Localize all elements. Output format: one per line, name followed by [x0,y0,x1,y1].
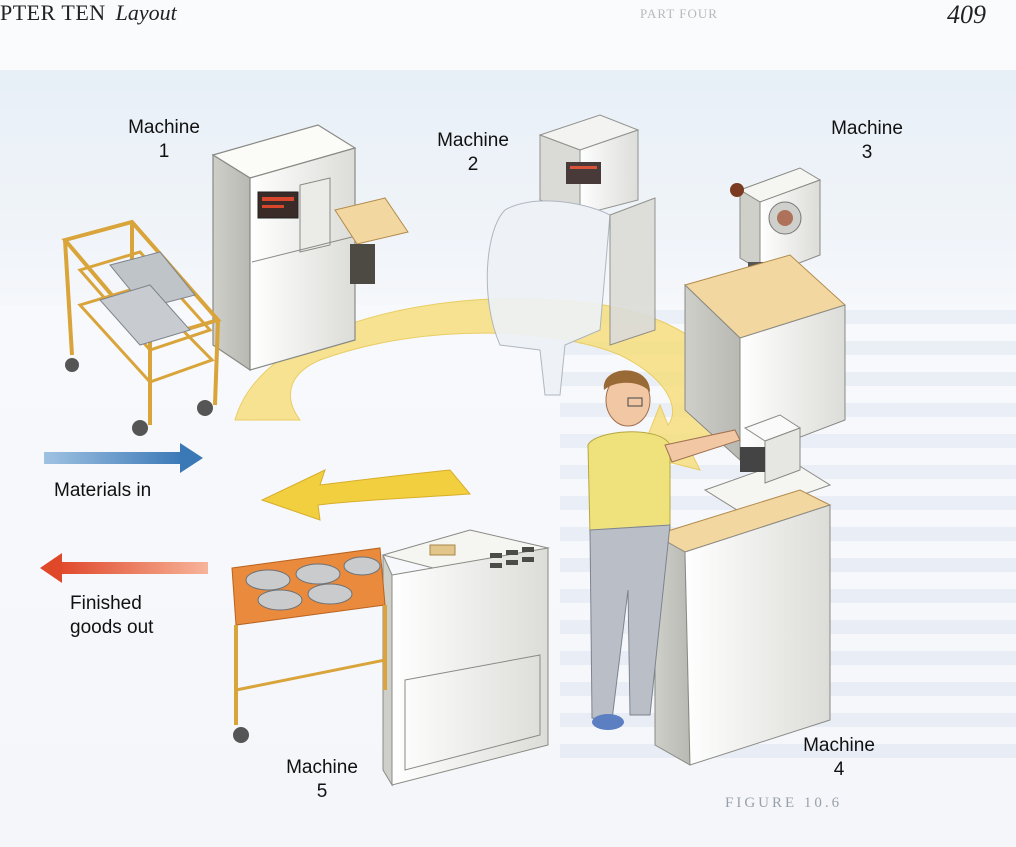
worker-figure [587,370,741,730]
machine-5-label: Machine 5 [286,757,358,802]
machine-1-label: Machine 1 [128,117,200,162]
machine-1-drawing [211,124,409,372]
machine-3-drawing [684,167,846,462]
running-head: PTER TEN Layout [0,0,177,26]
materials-in-arrow [44,443,203,473]
machine-4-label: Machine 4 [803,735,875,780]
chapter-label: PTER TEN [0,0,106,25]
machine-2-label: Machine 2 [437,130,509,175]
materials-in-label: Materials in [54,480,152,501]
page-number: 409 [947,0,986,29]
part-label-ghost: PART FOUR [640,6,718,21]
material-cart [61,219,222,436]
section-title: Layout [115,0,177,25]
finished-goods-out-label: Finished goods out [70,593,154,638]
cycle-arrow [234,298,727,521]
finished-goods-cart [231,547,387,743]
machine-3-label: Machine 3 [831,118,903,163]
machine-5-drawing [381,529,550,787]
figure-number-ghost: FIGURE 10.6 [725,795,843,811]
machine-4-drawing [653,414,832,766]
finished-goods-out-arrow [40,553,208,583]
machine-2-drawing [486,114,656,396]
